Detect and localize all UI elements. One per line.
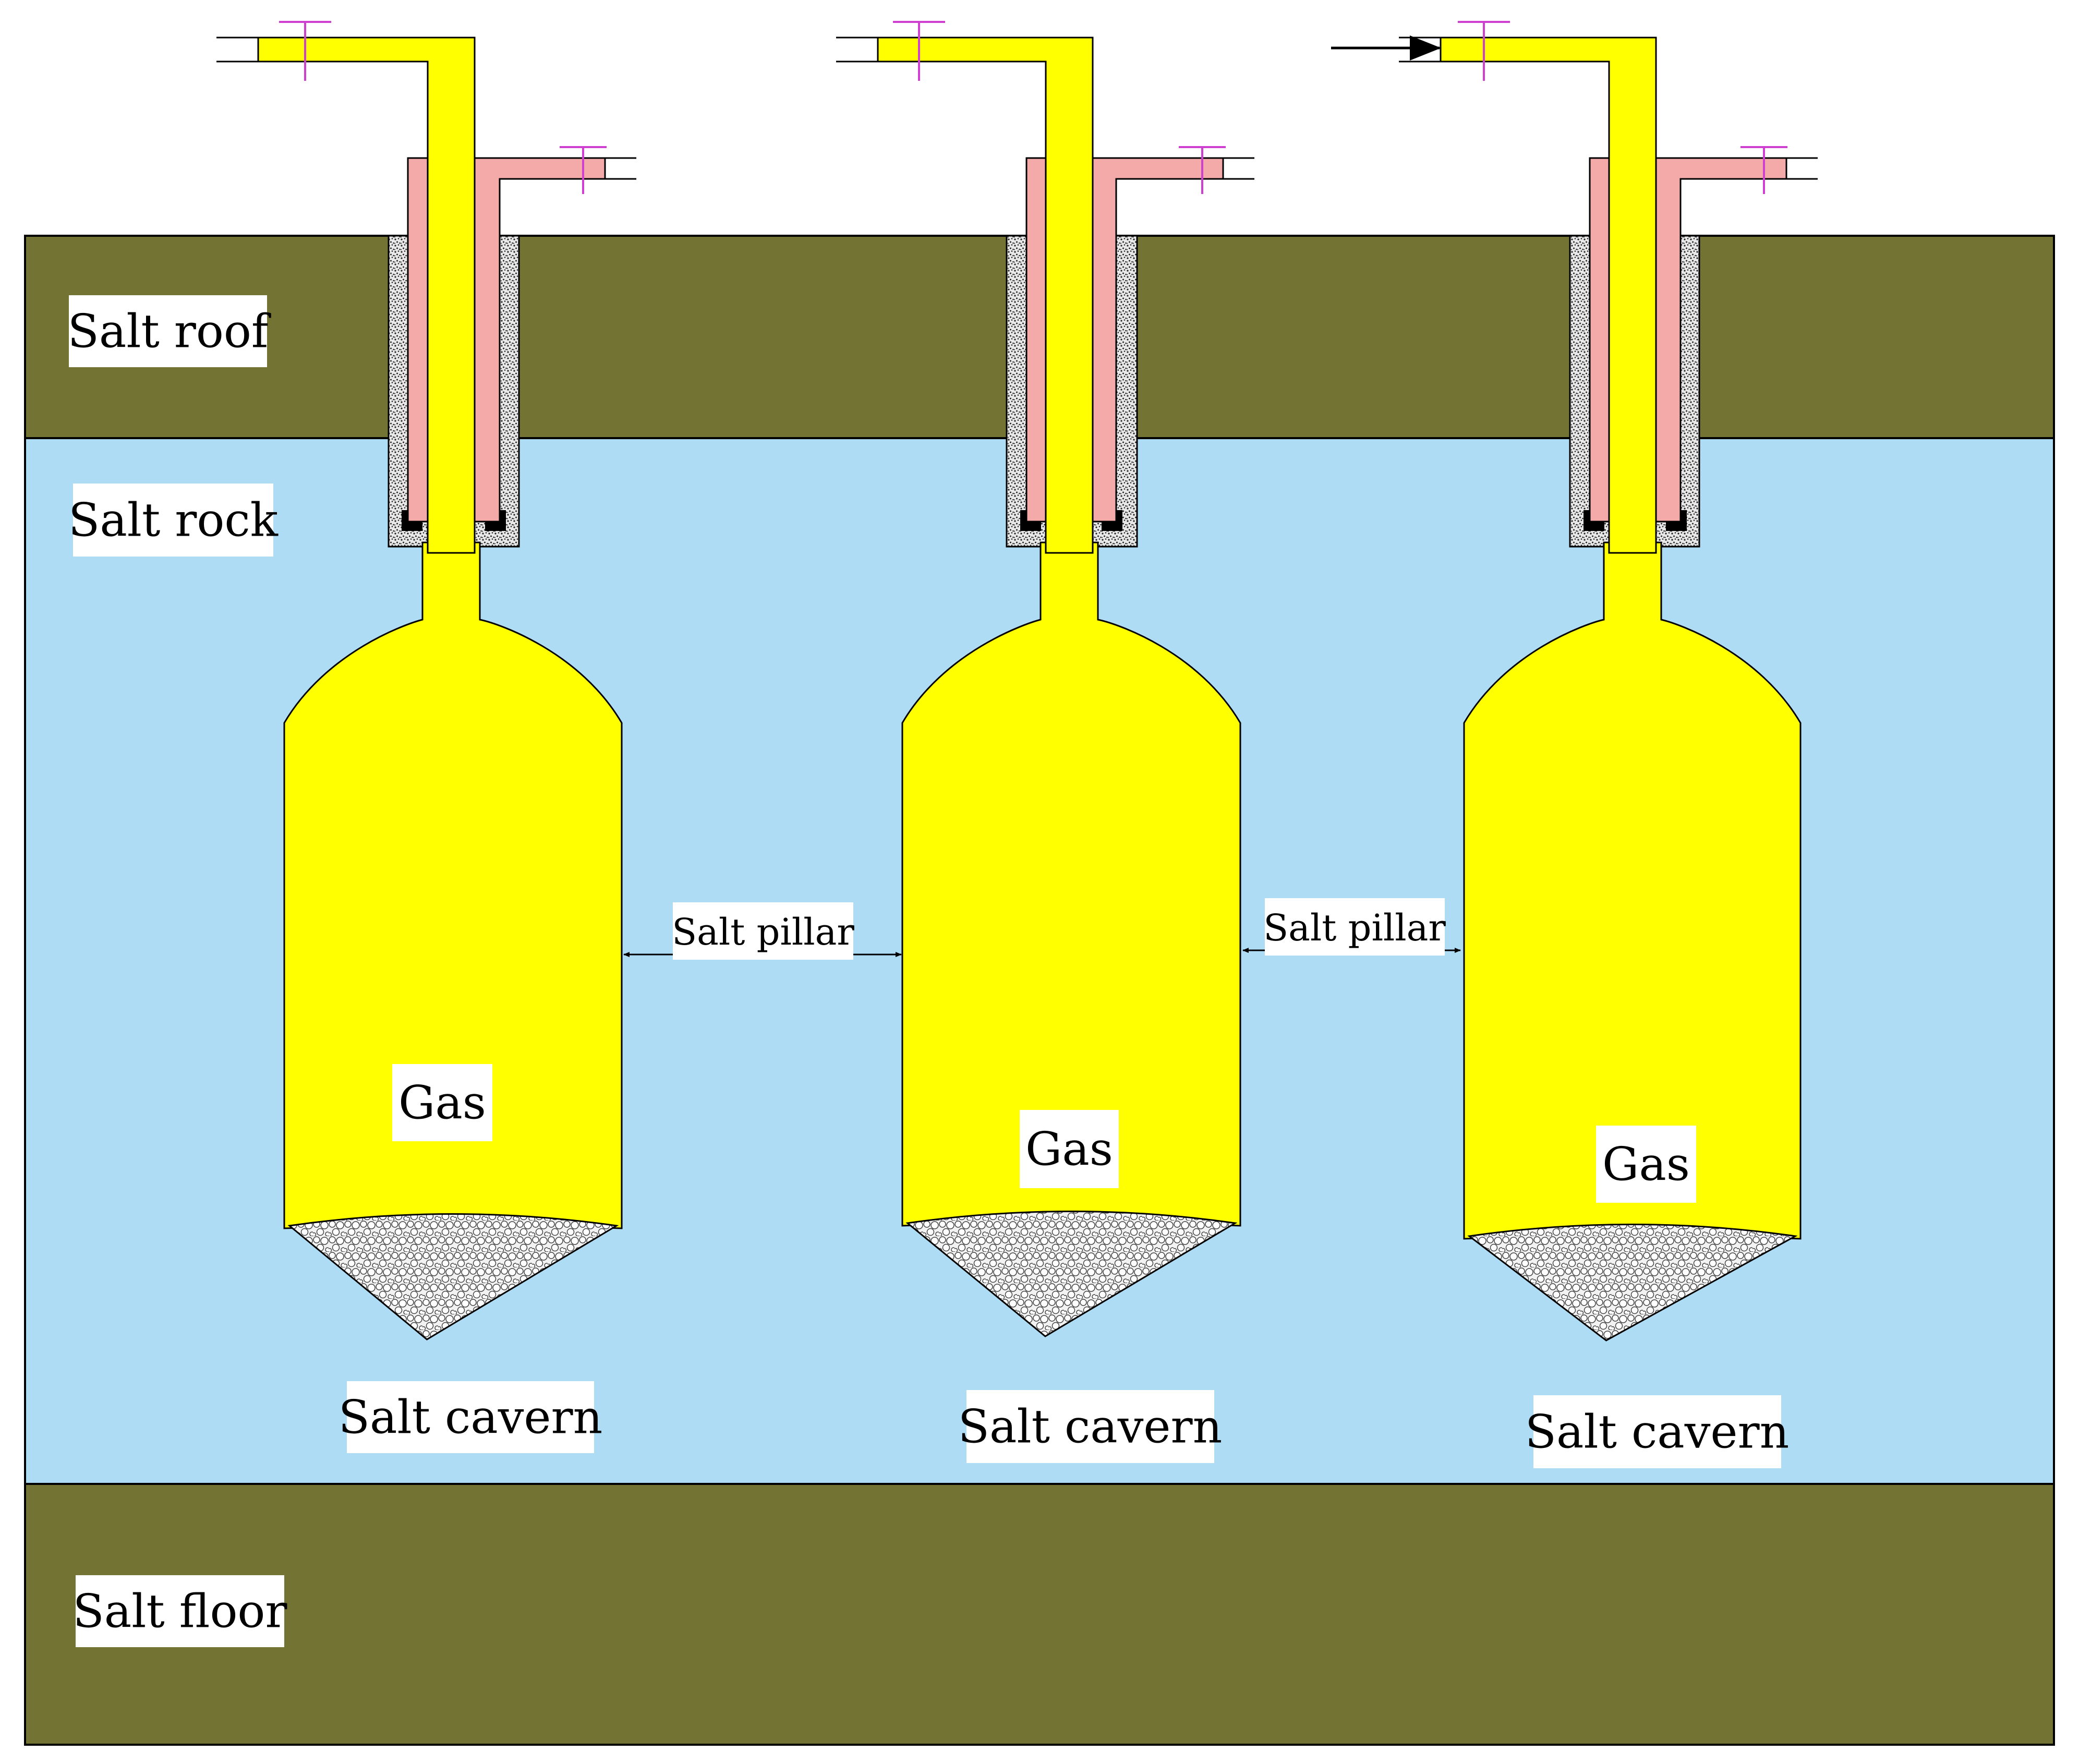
label-salt-rock: Salt rock xyxy=(68,484,279,557)
label-gas-2: Gas xyxy=(1020,1110,1119,1188)
casing-outlet-lines xyxy=(1223,157,1254,180)
label-gas-3: Gas xyxy=(1596,1126,1696,1203)
valve-tubing-icon xyxy=(279,21,331,81)
gas-label-2: Gas xyxy=(1025,1122,1113,1176)
valve-casing-icon xyxy=(1179,146,1226,194)
sediment-cone xyxy=(287,1213,619,1340)
label-salt-pillar-2: Salt pillar xyxy=(1263,898,1446,956)
tubing-outlet-lines xyxy=(836,37,878,63)
salt-roof-label: Salt roof xyxy=(68,305,271,358)
casing-outlet-lines xyxy=(1786,157,1818,180)
label-salt-floor: Salt floor xyxy=(73,1575,288,1647)
salt-rock-label: Salt rock xyxy=(68,493,279,547)
salt-pillar-label-1: Salt pillar xyxy=(672,911,854,953)
valve-casing-icon xyxy=(560,146,607,194)
label-salt-cavern-1: Salt cavern xyxy=(339,1381,603,1453)
salt-floor-label: Salt floor xyxy=(73,1585,288,1638)
cavern-2 xyxy=(836,21,1254,1337)
label-salt-pillar-1: Salt pillar xyxy=(672,902,854,960)
cavern-3 xyxy=(1399,21,1818,1342)
salt-cavern-label-2: Salt cavern xyxy=(958,1400,1223,1454)
sediment-cone xyxy=(1467,1224,1798,1342)
salt-cavern-label-1: Salt cavern xyxy=(339,1391,603,1444)
label-salt-cavern-3: Salt cavern xyxy=(1525,1395,1790,1468)
gas-label-3: Gas xyxy=(1602,1138,1690,1191)
gas-label-1: Gas xyxy=(398,1076,486,1130)
casing-outlet-lines xyxy=(605,157,636,180)
valve-tubing-icon xyxy=(1458,21,1510,81)
label-salt-roof: Salt roof xyxy=(68,295,271,367)
label-gas-1: Gas xyxy=(392,1064,492,1141)
valve-tubing-icon xyxy=(893,21,945,81)
sediment-cone xyxy=(905,1211,1238,1337)
cavern-1 xyxy=(216,21,636,1340)
tubing-outlet-lines xyxy=(216,37,258,63)
valve-casing-icon xyxy=(1740,146,1787,194)
tubing-outlet-lines xyxy=(1399,37,1441,63)
label-salt-cavern-2: Salt cavern xyxy=(958,1390,1223,1463)
salt-floor-layer xyxy=(24,1483,2055,1746)
salt-cavern-label-3: Salt cavern xyxy=(1525,1405,1790,1459)
salt-pillar-label-2: Salt pillar xyxy=(1263,907,1446,949)
